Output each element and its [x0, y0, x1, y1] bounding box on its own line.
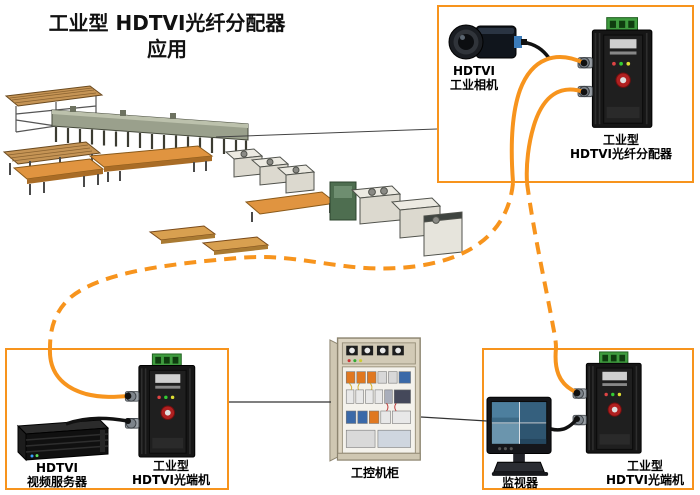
- monitor-image: [486, 396, 554, 480]
- link-line-cabinet-to-monitor-box: [420, 416, 488, 422]
- production-line-illustration: [2, 85, 463, 257]
- control-cabinet-image: [328, 334, 424, 464]
- video-server-label: HDTVI 视频服务器: [26, 461, 87, 489]
- fiber-splitter-image: [576, 16, 658, 130]
- transceiver-left-image: [122, 353, 202, 459]
- title-line2: HDTVI光纤分配器应用: [115, 11, 286, 61]
- fiber-splitter-label: 工业型 HDTVI光纤分配器: [570, 133, 672, 161]
- control-cabinet-label: 工控机柜: [350, 466, 399, 480]
- transceiver-right-label: 工业型 HDTVI光端机: [606, 459, 684, 487]
- video-server-image: [10, 416, 110, 462]
- transceiver-left-label: 工业型 HDTVI光端机: [132, 459, 210, 487]
- diagram-title: 工业型 HDTVI光纤分配器应用: [42, 10, 292, 62]
- fiber-cable-dashed-to-monitor-box: [525, 182, 558, 349]
- industrial-camera-image: [448, 20, 528, 66]
- title-line1: 工业型: [48, 11, 109, 35]
- transceiver-right-image: [570, 351, 648, 455]
- camera-label: HDTVI 工业相机: [449, 64, 498, 92]
- monitor-label: 监视器: [501, 476, 538, 490]
